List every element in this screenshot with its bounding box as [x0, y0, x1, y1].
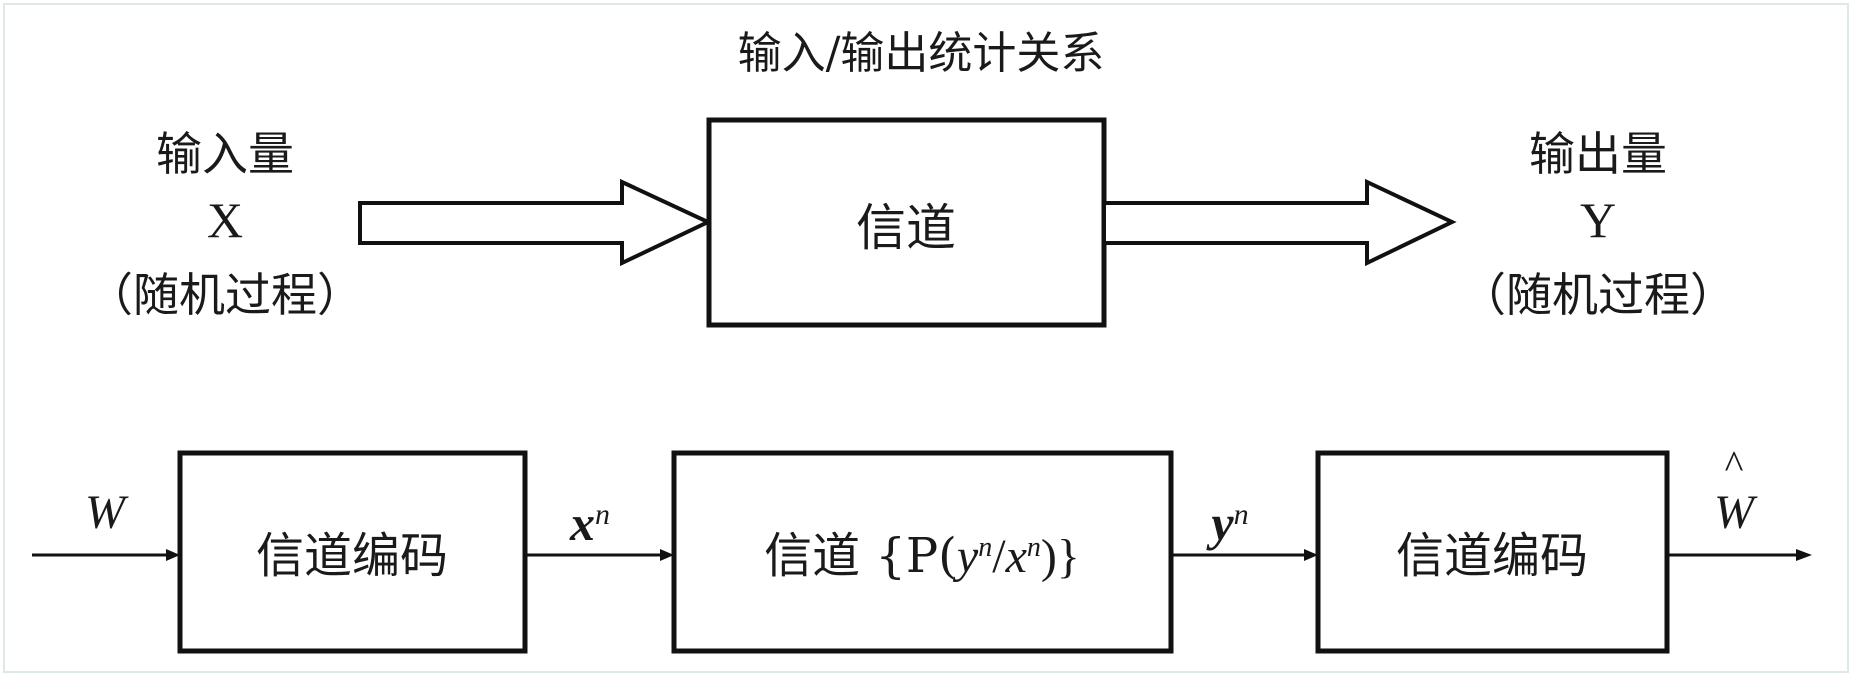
arrow-head-2 [660, 549, 674, 561]
output-label-line3: （随机过程） [1460, 268, 1736, 322]
input-label-line1: 输入量 [156, 127, 294, 181]
encoder-box [177, 450, 528, 654]
input-quantity-label: 输入量 X （随机过程） [87, 127, 363, 322]
output-hat-mark: ^ [1725, 442, 1744, 487]
output-quantity-label: 输出量 Y （随机过程） [1460, 127, 1736, 322]
input-hollow-arrow [358, 178, 713, 267]
output-label-line1: 输出量 [1529, 127, 1667, 181]
channel-box [706, 117, 1107, 328]
encoder-box-label: 信道编码 [256, 528, 448, 584]
channel-box-label: 信道 [856, 199, 956, 257]
decoder-box [1315, 450, 1670, 654]
encoded-symbol-x: xn [569, 495, 610, 551]
channel-probability-box [671, 450, 1174, 654]
output-hollow-arrow [1102, 178, 1457, 267]
output-label-symbol: Y [1580, 192, 1616, 248]
input-symbol-w: W [85, 486, 129, 539]
input-label-line3: （随机过程） [87, 268, 363, 322]
decoder-box-label: 信道编码 [1396, 528, 1588, 584]
arrow-head-1 [166, 549, 180, 561]
input-label-symbol: X [207, 192, 243, 248]
top-title: 输入/输出统计关系 [738, 28, 1105, 79]
received-symbol-y: yn [1206, 495, 1248, 551]
arrow-head-3 [1304, 549, 1318, 561]
arrow-head-4 [1796, 549, 1812, 561]
channel-probability-label: 信道 {P(yn/xn)} [764, 528, 1080, 584]
output-symbol-w: W [1714, 486, 1758, 539]
